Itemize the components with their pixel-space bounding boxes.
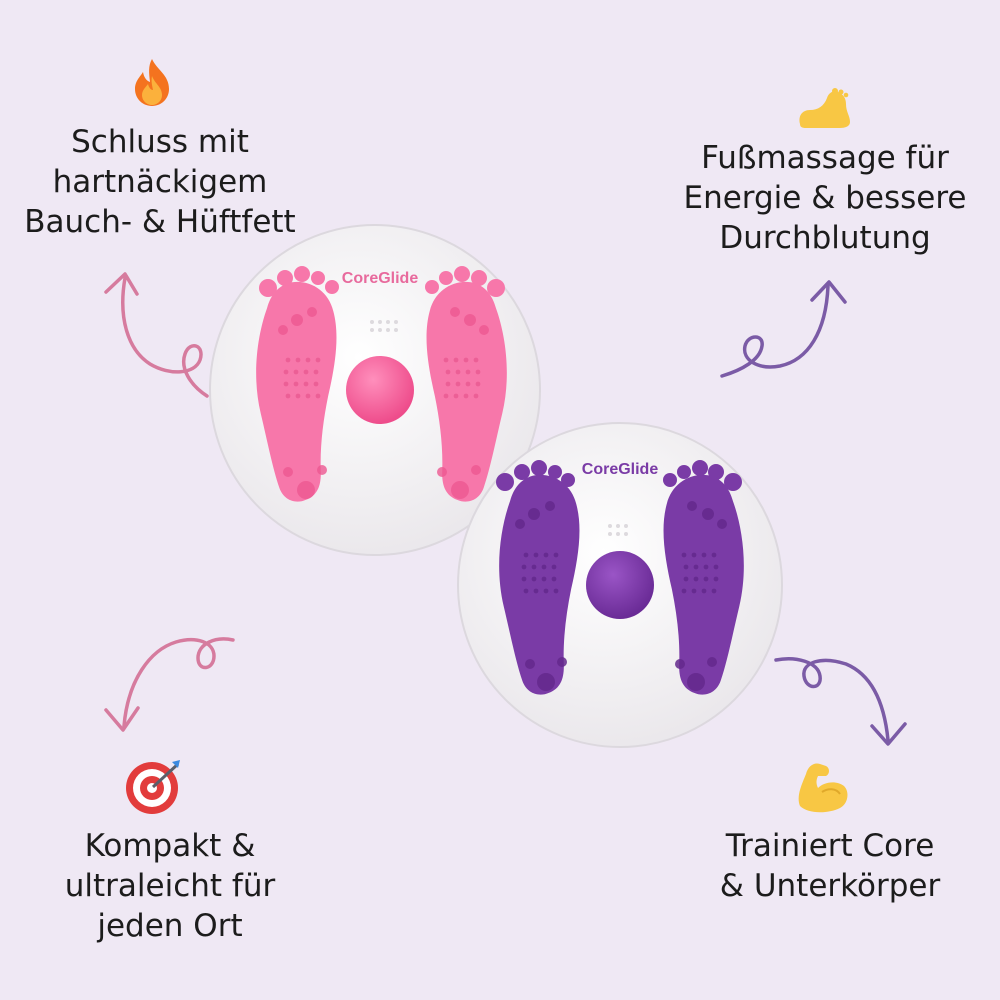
target-icon: [126, 760, 180, 814]
feature-compact-text: Kompakt & ultraleicht für jeden Ort: [64, 828, 276, 944]
arrow-top-right: [720, 280, 847, 378]
arrow-top-left: [104, 272, 209, 398]
flexed-biceps-icon: [798, 763, 848, 813]
pink-board-brand-label: CoreGlide: [342, 270, 419, 287]
arrow-bottom-left: [104, 637, 235, 732]
pink-twist-board: CoreGlide: [209, 224, 541, 556]
foot-icon: [799, 88, 850, 128]
arrow-bottom-right: [774, 657, 907, 746]
fire-icon: [135, 59, 169, 106]
purple-twist-board: CoreGlide: [457, 422, 783, 748]
feature-core-training-text: Trainiert Core & Unterkörper: [719, 828, 941, 904]
feature-foot-massage-text: Fußmassage für Energie & bessere Durchbl…: [683, 140, 967, 256]
feature-belly-fat-text: Schluss mit hartnäckigem Bauch- & Hüftfe…: [24, 124, 296, 240]
purple-board-brand-label: CoreGlide: [582, 461, 659, 478]
